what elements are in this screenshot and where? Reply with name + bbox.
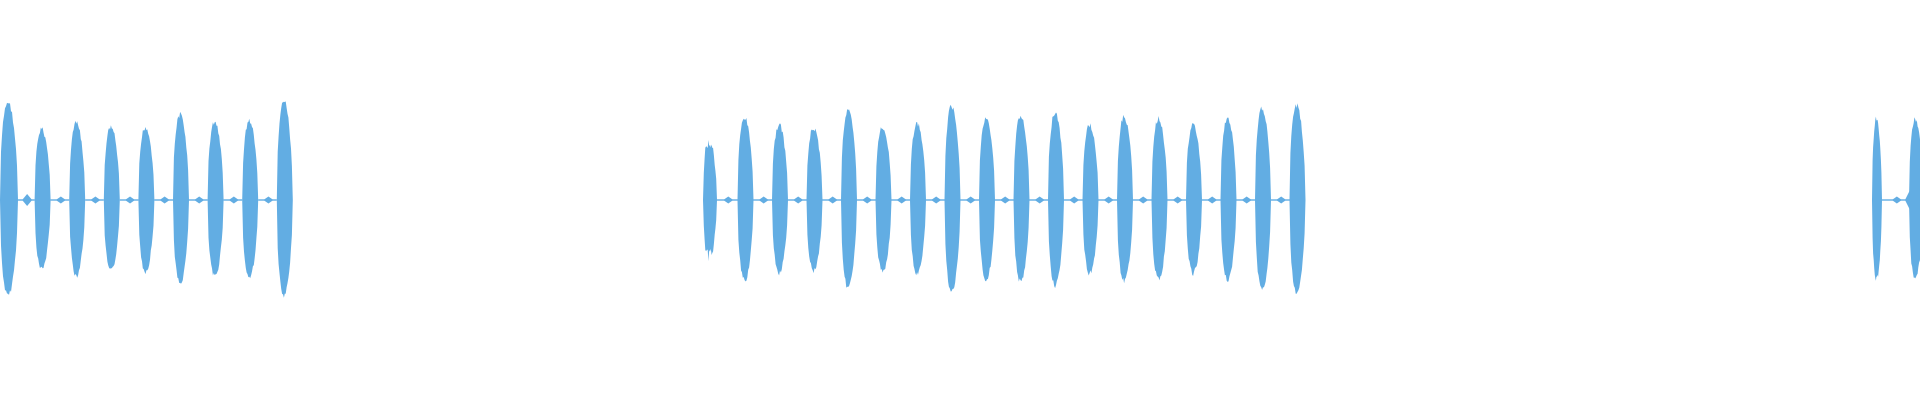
waveform-blip xyxy=(1069,196,1080,204)
waveform-pulse xyxy=(242,118,259,279)
waveform-segment-2 xyxy=(703,103,1306,294)
waveform-pulse xyxy=(944,104,961,292)
waveform-blip xyxy=(22,194,33,206)
waveform-pulse xyxy=(207,121,224,276)
waveform-blip xyxy=(1172,196,1183,204)
waveform-pulse xyxy=(979,117,995,282)
waveform-pulse xyxy=(1048,112,1064,289)
waveform-blip xyxy=(1276,196,1287,204)
waveform-pulse xyxy=(1151,116,1168,281)
waveform-blip xyxy=(931,196,942,204)
waveform-blip xyxy=(1034,196,1045,204)
waveform-blip xyxy=(1103,196,1114,204)
waveform-blip xyxy=(827,196,838,204)
waveform-blip xyxy=(758,196,769,204)
waveform-pulse xyxy=(276,101,293,298)
waveform-pulse xyxy=(1186,123,1202,276)
waveform-blip xyxy=(125,196,136,204)
waveform-blip xyxy=(1891,196,1902,204)
waveform-blip xyxy=(723,196,734,204)
waveform-blip xyxy=(793,196,804,204)
waveform-blip xyxy=(1000,196,1011,204)
waveform-pulse xyxy=(1872,116,1882,281)
waveform-blip xyxy=(1241,196,1252,204)
waveform-blip xyxy=(965,196,976,204)
waveform-blip xyxy=(228,196,239,204)
waveform-pulse xyxy=(1013,115,1030,282)
waveform-blip xyxy=(90,196,101,204)
waveform-pulse xyxy=(1220,117,1237,282)
waveform-pulse xyxy=(1117,114,1133,284)
waveform-pulse xyxy=(772,123,788,276)
waveform-segment-1 xyxy=(0,101,293,298)
waveform-pulse xyxy=(34,127,51,269)
waveform-blip xyxy=(1138,196,1149,204)
waveform-pulse xyxy=(1289,103,1306,294)
waveform-pulse xyxy=(138,127,155,275)
waveform-pulse xyxy=(841,108,857,288)
waveform-blip xyxy=(862,196,873,204)
waveform-pulse xyxy=(806,128,823,274)
waveform-pulse xyxy=(103,125,120,269)
waveform-pulse xyxy=(703,140,717,262)
waveform-blip xyxy=(1207,196,1218,204)
waveform-pulse xyxy=(173,111,189,284)
waveform-blip xyxy=(1905,188,1917,212)
waveform-pulse xyxy=(1082,123,1099,276)
waveform-blip xyxy=(55,196,66,204)
waveform-pulse xyxy=(910,122,926,276)
waveform-blip xyxy=(194,196,205,204)
waveform-pulse xyxy=(737,118,754,282)
waveform-blip xyxy=(159,196,170,204)
waveform-pulse xyxy=(69,120,86,278)
waveform-blip xyxy=(896,196,907,204)
waveform-pulse xyxy=(0,102,18,295)
waveform-pulse xyxy=(1255,106,1271,290)
waveform-blip xyxy=(263,196,274,204)
waveform-pulse xyxy=(875,127,892,273)
